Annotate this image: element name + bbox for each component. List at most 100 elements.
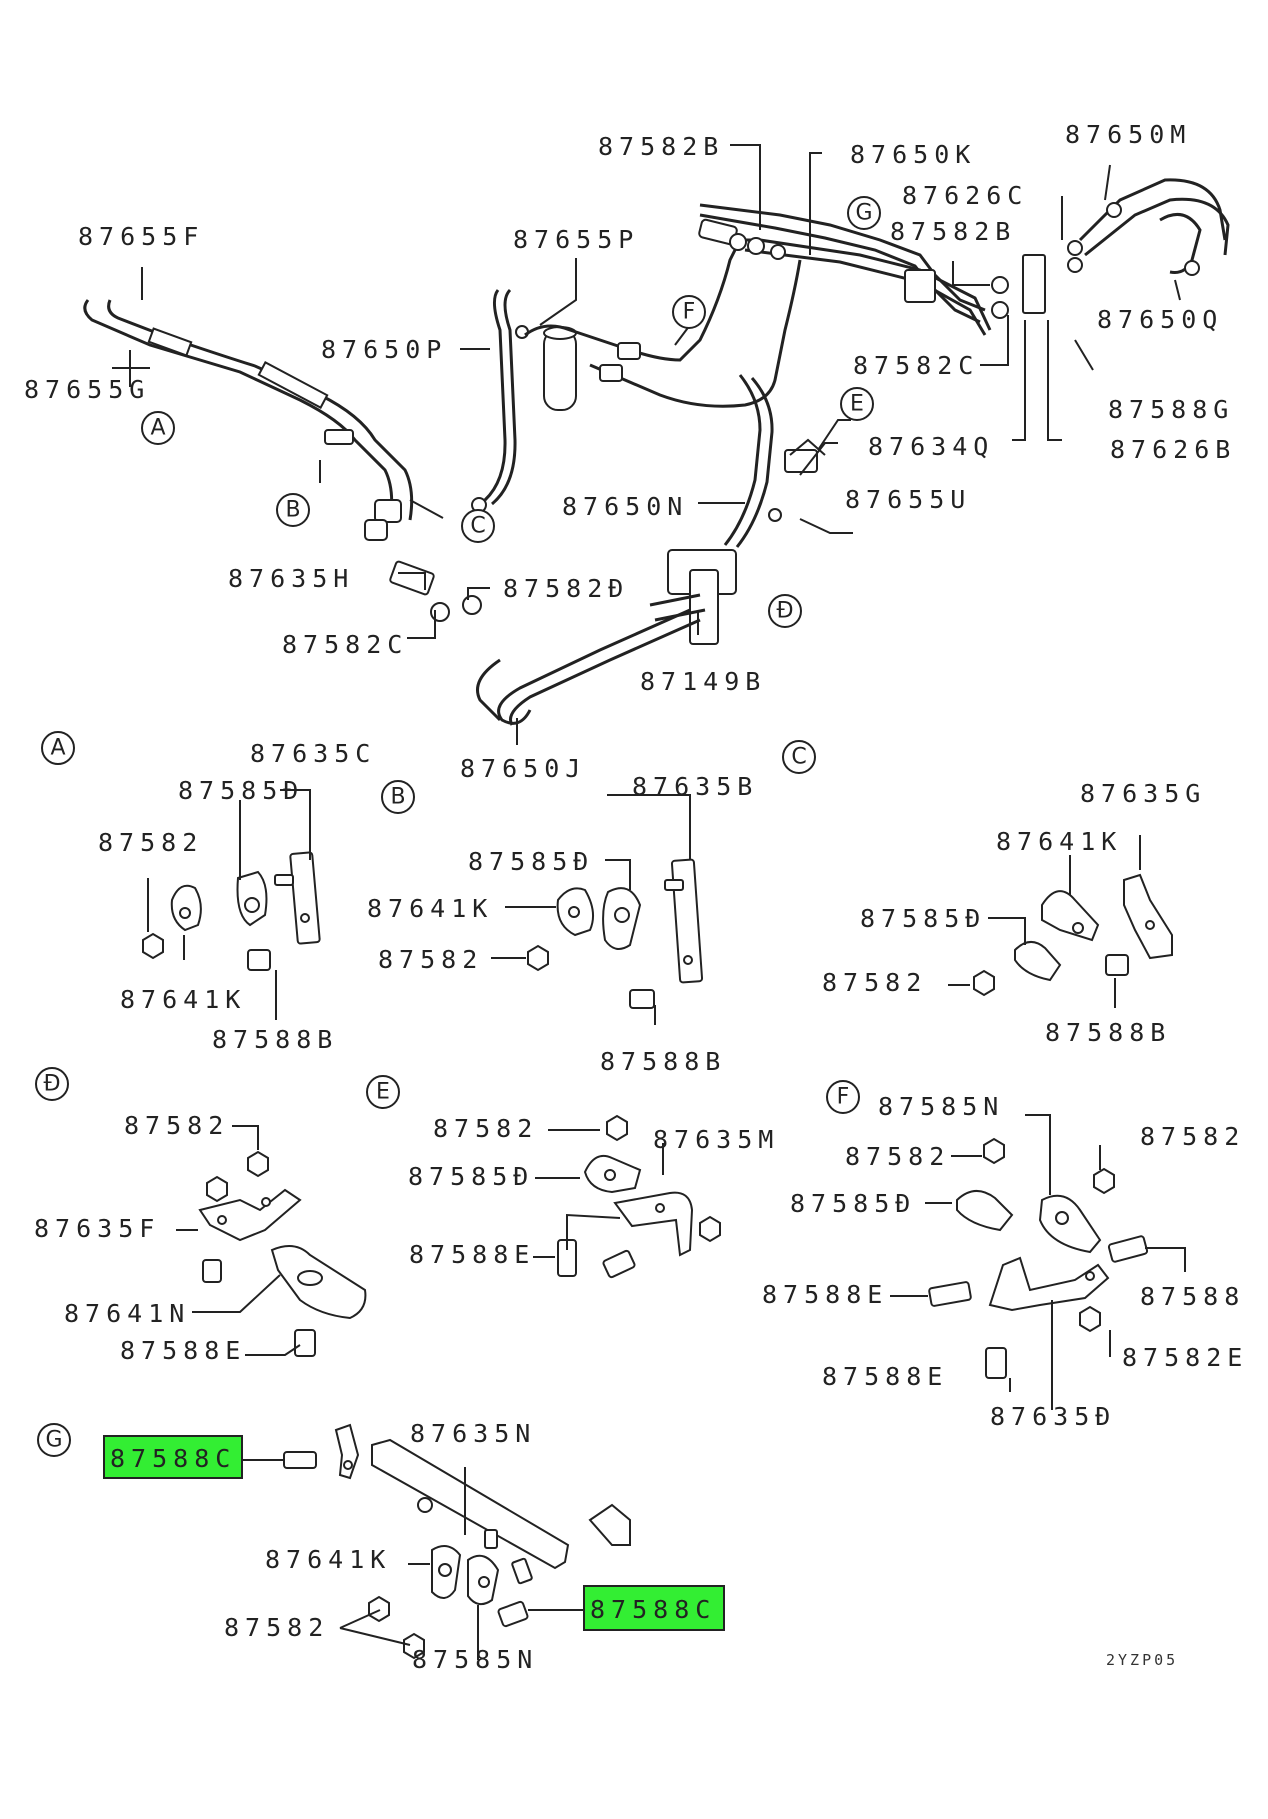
part-87641N: 87641N <box>64 1299 190 1328</box>
part-87635C: 87635C <box>250 739 376 768</box>
part-87650K: 87650K <box>850 140 976 169</box>
part-87588E-F-bot: 87588E <box>822 1362 948 1391</box>
callout-A-detail: A <box>41 731 75 765</box>
detail-G: G 87588C 87588C 87635N 87641K 87582 8758… <box>37 1419 725 1674</box>
part-87650P: 87650P <box>321 335 447 364</box>
part-87582-F-right: 87582 <box>1140 1122 1245 1151</box>
part-87635G: 87635G <box>1080 779 1206 808</box>
part-87585D-A: 87585Đ <box>178 776 304 805</box>
part-87650M: 87650M <box>1065 120 1191 149</box>
callout-E-detail: E <box>366 1075 400 1109</box>
part-87650J: 87650J <box>460 754 586 783</box>
part-87582-B: 87582 <box>378 945 483 974</box>
part-87635B: 87635B <box>632 772 758 801</box>
svg-text:Đ: Đ <box>43 1072 60 1097</box>
detail-C: C 87635G 87641K 87585Đ 87582 87588B <box>782 740 1206 1047</box>
part-87588-F: 87588 <box>1140 1282 1245 1311</box>
svg-text:E: E <box>850 392 864 417</box>
svg-text:F: F <box>837 1085 850 1110</box>
callout-D-detail: Đ <box>35 1067 69 1101</box>
callout-G-detail: G <box>37 1423 71 1457</box>
part-87582D-main: 87582Đ <box>503 574 629 603</box>
detail-A: A 87635C 87585Đ 87582 87641K 87588B <box>41 731 376 1054</box>
callout-F-detail: F <box>826 1080 860 1114</box>
part-87588E-E: 87588E <box>409 1240 535 1269</box>
part-87582-E: 87582 <box>433 1114 538 1143</box>
part-87635N: 87635N <box>410 1419 536 1448</box>
part-87588E-D: 87588E <box>120 1336 246 1365</box>
part-87650N: 87650N <box>562 492 688 521</box>
main-labels: 87655F 87655G 87655P 87650P 87582B 87650… <box>24 120 1236 783</box>
part-87585D-F: 87585Đ <box>790 1189 916 1218</box>
part-87626C: 87626C <box>902 181 1028 210</box>
part-87655G: 87655G <box>24 375 150 404</box>
svg-text:B: B <box>390 785 405 810</box>
part-87641K-C: 87641K <box>996 827 1122 856</box>
part-87588C-left: 87588C <box>110 1444 236 1473</box>
svg-text:E: E <box>376 1080 390 1105</box>
svg-text:C: C <box>470 514 485 539</box>
callout-F-main: F <box>672 295 706 329</box>
callout-C-main: C <box>461 509 495 543</box>
svg-text:A: A <box>150 416 165 441</box>
part-87655P: 87655P <box>513 225 639 254</box>
main-assembly <box>83 178 1230 726</box>
callout-E-main: E <box>840 387 874 421</box>
part-87635H: 87635H <box>228 564 354 593</box>
part-87635M: 87635M <box>653 1125 779 1154</box>
detail-B: B 87635B 87585Đ 87641K 87582 87588B <box>367 772 758 1076</box>
part-87588B-B: 87588B <box>600 1047 726 1076</box>
part-87634Q: 87634Q <box>868 432 994 461</box>
main-callouts: A B C Đ E F G <box>141 196 881 628</box>
detail-F: F 87585N 87582 87582 87585Đ 87588E 87588… <box>762 1080 1248 1431</box>
svg-text:C: C <box>791 745 806 770</box>
svg-text:A: A <box>50 736 65 761</box>
svg-text:F: F <box>683 300 696 325</box>
callout-C-detail: C <box>782 740 816 774</box>
part-87585D-C: 87585Đ <box>860 904 986 933</box>
svg-text:G: G <box>855 201 872 226</box>
part-87641K-G: 87641K <box>265 1545 391 1574</box>
callout-D-main: Đ <box>768 594 802 628</box>
part-87588C-right: 87588C <box>590 1595 716 1624</box>
callout-B-main: B <box>276 493 310 527</box>
detail-E: E 87582 87635M 87585Đ 87588E <box>366 1075 779 1279</box>
part-87582E-F: 87582E <box>1122 1343 1248 1372</box>
part-87149B: 87149B <box>640 667 766 696</box>
part-87582-F-left: 87582 <box>845 1142 950 1171</box>
part-87582C-main: 87582C <box>282 630 408 659</box>
svg-text:G: G <box>45 1428 62 1453</box>
part-87641K-B: 87641K <box>367 894 493 923</box>
part-87585N-F: 87585N <box>878 1092 1004 1121</box>
svg-text:Đ: Đ <box>776 599 793 624</box>
part-87585D-B: 87585Đ <box>468 847 594 876</box>
part-87585N-G: 87585N <box>412 1645 538 1674</box>
part-87588E-F-mid: 87588E <box>762 1280 888 1309</box>
part-87588B-C: 87588B <box>1045 1018 1171 1047</box>
part-87582-A: 87582 <box>98 828 203 857</box>
part-87588G: 87588G <box>1108 395 1234 424</box>
part-87582-D: 87582 <box>124 1111 229 1140</box>
part-87582B-top: 87582B <box>598 132 724 161</box>
part-87588B-A: 87588B <box>212 1025 338 1054</box>
diagram-code: 2YZP05 <box>1106 1651 1178 1669</box>
part-87582B-right: 87582B <box>890 217 1016 246</box>
part-87655F: 87655F <box>78 222 204 251</box>
highlight-87588C-left <box>103 1435 243 1479</box>
part-87641K-A: 87641K <box>120 985 246 1014</box>
part-87655U: 87655U <box>845 485 971 514</box>
part-87582C-right: 87582C <box>853 351 979 380</box>
part-87650Q: 87650Q <box>1097 305 1223 334</box>
callout-B-detail: B <box>381 780 415 814</box>
callout-A-main: A <box>141 411 175 445</box>
svg-text:B: B <box>285 498 300 523</box>
part-87626B: 87626B <box>1110 435 1236 464</box>
part-87635F: 87635F <box>34 1214 160 1243</box>
part-87635D-F: 87635Đ <box>990 1402 1116 1431</box>
part-87582-C: 87582 <box>822 968 927 997</box>
part-87585D-E: 87585Đ <box>408 1162 534 1191</box>
part-87582-G: 87582 <box>224 1613 329 1642</box>
main-leaders <box>112 144 1181 745</box>
detail-D: Đ 87582 87635F 87641N 87588E <box>34 1067 367 1365</box>
